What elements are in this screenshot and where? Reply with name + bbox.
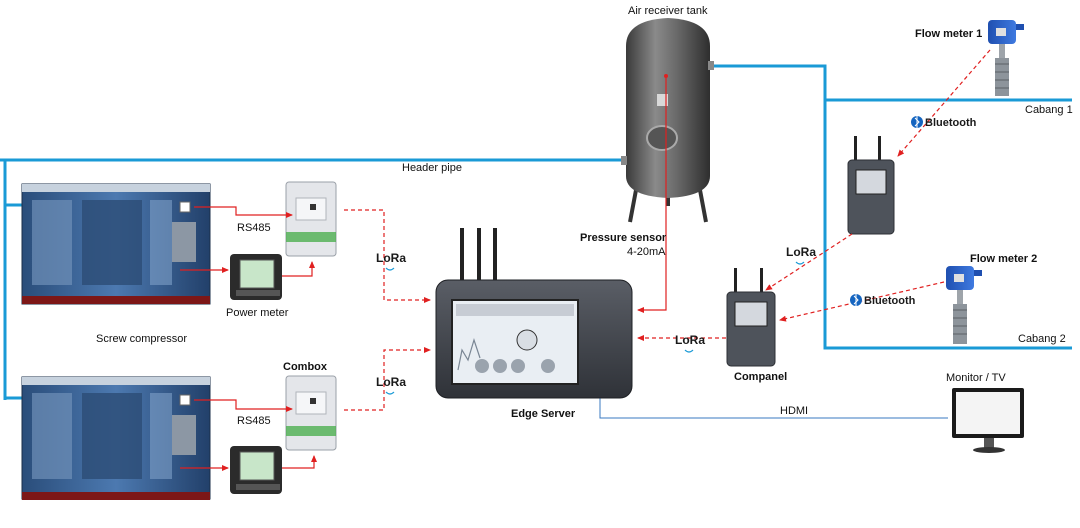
rs485-label-top: RS485 bbox=[237, 222, 271, 234]
rs485-line-bottom bbox=[194, 399, 293, 412]
monitor-tv-label: Monitor / TV bbox=[946, 372, 1006, 384]
bluetooth-flow-1 bbox=[897, 49, 991, 157]
svg-text:LoRa: LoRa bbox=[675, 333, 705, 347]
pm-to-combox-top bbox=[282, 261, 315, 277]
edge-server-label: Edge Server bbox=[511, 408, 576, 420]
combox-device-icon bbox=[285, 181, 337, 257]
header-pipe-label: Header pipe bbox=[402, 162, 462, 174]
bluetooth-flow-2 bbox=[779, 281, 945, 322]
hdmi-label: HDMI bbox=[780, 405, 808, 417]
flow-meter-2-label: Flow meter 2 bbox=[970, 253, 1037, 265]
bluetooth-icon: Bluetooth bbox=[850, 294, 916, 307]
lora-bottom-to-server bbox=[344, 347, 431, 411]
cabang-2-label: Cabang 2 bbox=[1018, 333, 1066, 345]
companel-label: Companel bbox=[734, 371, 787, 383]
lora-wireless-icon: LoRa bbox=[786, 245, 816, 265]
cabang-1-label: Cabang 1 bbox=[1025, 104, 1073, 116]
flow-meter-icon bbox=[946, 266, 982, 344]
power-meter-icon bbox=[230, 446, 282, 494]
air-receiver-tank-label: Air receiver tank bbox=[628, 5, 708, 17]
svg-text:LoRa: LoRa bbox=[376, 251, 406, 265]
screw-compressor-icon bbox=[21, 376, 211, 500]
pipe-network bbox=[0, 64, 1072, 400]
companel-device-icon bbox=[726, 268, 776, 367]
edge-server-icon bbox=[435, 228, 633, 399]
tank-outlet-pipe bbox=[710, 64, 1072, 350]
pressure-line bbox=[637, 78, 667, 313]
screw-compressor-icon bbox=[21, 183, 211, 305]
monitor-icon bbox=[952, 388, 1024, 453]
combox-device-icon bbox=[285, 375, 337, 451]
svg-text:LoRa: LoRa bbox=[786, 245, 816, 259]
companel-device-icon bbox=[847, 136, 895, 235]
rs485-line-top bbox=[194, 206, 293, 218]
power-meter-label: Power meter bbox=[226, 307, 289, 319]
rs485-label-bottom: RS485 bbox=[237, 415, 271, 427]
svg-text:Bluetooth: Bluetooth bbox=[864, 295, 916, 307]
svg-text:Bluetooth: Bluetooth bbox=[925, 117, 977, 129]
pressure-signal-label: 4-20mA bbox=[627, 246, 666, 258]
flow-meter-icon bbox=[988, 20, 1024, 96]
bluetooth-icon: Bluetooth bbox=[911, 116, 977, 129]
svg-text:LoRa: LoRa bbox=[376, 375, 406, 389]
lora-top-to-server bbox=[344, 209, 431, 303]
lora-wireless-icon: LoRa bbox=[675, 333, 705, 353]
lora-companel-link bbox=[765, 233, 853, 291]
pm-to-combox-bottom bbox=[282, 455, 317, 469]
flow-meter-1-label: Flow meter 1 bbox=[915, 28, 982, 40]
power-meter-icon bbox=[230, 254, 282, 300]
lora-wireless-icon: LoRa bbox=[376, 251, 406, 271]
lora-wireless-icon: LoRa bbox=[376, 375, 406, 395]
pressure-sensor-label: Pressure sensor bbox=[580, 232, 667, 244]
signal-wires bbox=[180, 49, 991, 471]
combox-label: Combox bbox=[283, 361, 328, 373]
hdmi-cable bbox=[599, 388, 948, 419]
air-receiver-tank-icon bbox=[621, 18, 714, 223]
screw-compressor-label: Screw compressor bbox=[96, 333, 187, 345]
